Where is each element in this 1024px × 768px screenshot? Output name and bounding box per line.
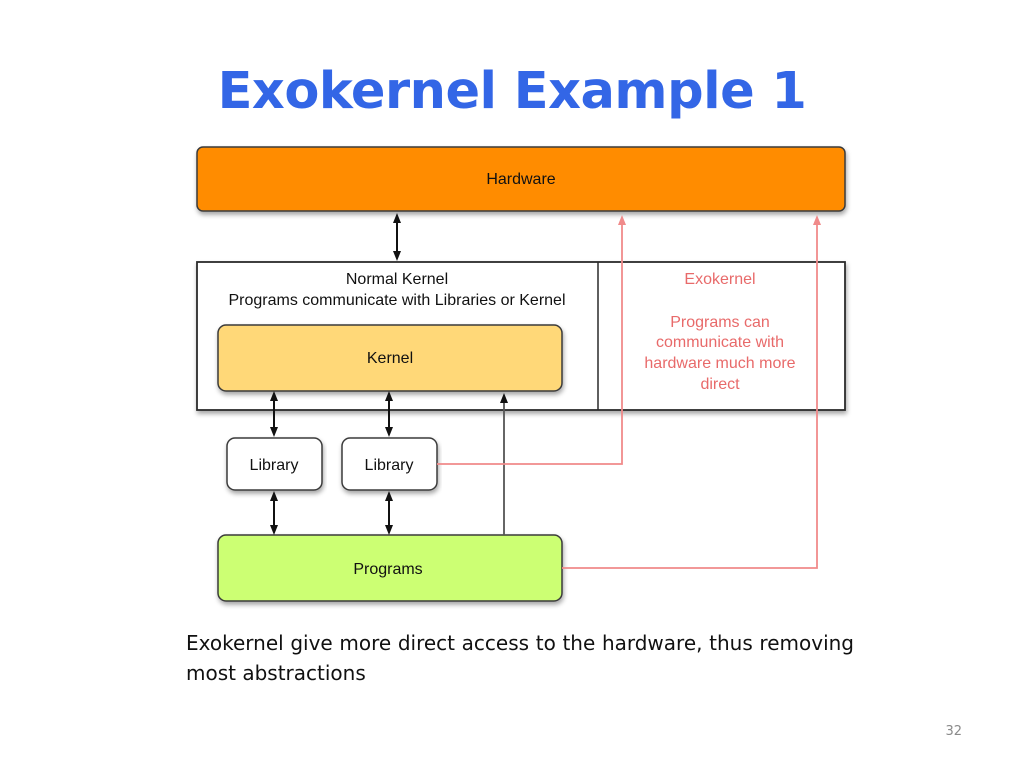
library-label-1: Library bbox=[250, 457, 299, 474]
programs-block: Programs bbox=[217, 534, 563, 602]
slide-caption: Exokernel give more direct access to the… bbox=[186, 631, 854, 685]
normal-kernel-subheading: Programs communicate with Libraries or K… bbox=[228, 292, 565, 309]
library-block-1: Library bbox=[226, 437, 323, 491]
library-block-2: Library bbox=[341, 437, 438, 491]
exokernel-description-line-3: hardware much more bbox=[644, 355, 795, 372]
programs-hardware-direct-line bbox=[562, 215, 821, 569]
hardware-block: Hardware bbox=[196, 146, 846, 212]
library-hardware-direct-line bbox=[437, 215, 626, 465]
page-number: 32 bbox=[945, 724, 962, 739]
library-label-2: Library bbox=[365, 457, 414, 474]
exokernel-description-line-2: communicate with bbox=[656, 334, 784, 351]
exokernel-description-line-4: direct bbox=[700, 376, 740, 393]
programs-label: Programs bbox=[353, 561, 422, 578]
normal-kernel-heading: Normal Kernel bbox=[346, 271, 448, 288]
hardware-label: Hardware bbox=[486, 171, 555, 188]
slide-title: Exokernel Example 1 bbox=[217, 62, 807, 121]
exokernel-heading: Exokernel bbox=[684, 271, 755, 288]
exokernel-description-line-1: Programs can bbox=[670, 314, 770, 331]
kernel-label: Kernel bbox=[367, 350, 413, 367]
kernel-block: Kernel bbox=[217, 324, 563, 392]
